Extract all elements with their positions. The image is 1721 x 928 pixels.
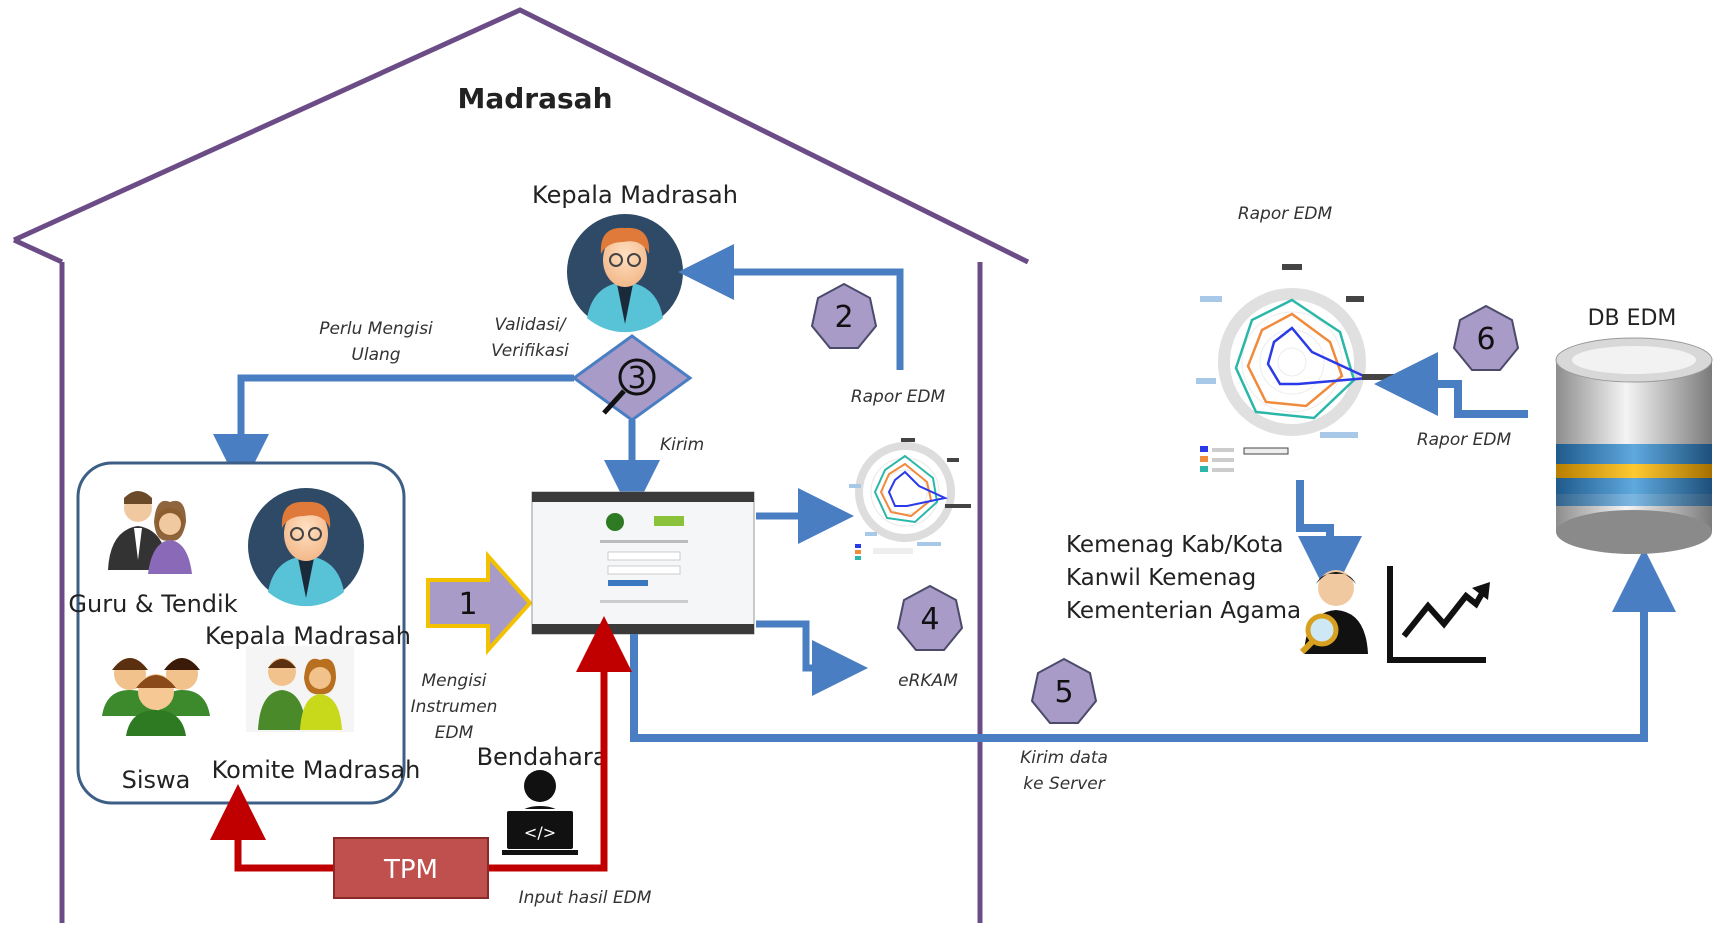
step-4-number: 4 — [920, 602, 939, 637]
step-4-hexagon: 4 — [896, 584, 964, 651]
db-label: DB EDM — [1588, 306, 1677, 331]
rapor-top-right-label: Rapor EDM — [1238, 204, 1333, 224]
coder-icon: </> — [502, 770, 578, 855]
validasi-line1: Validasi/ — [495, 315, 568, 335]
arrow-to-erkam — [756, 620, 868, 696]
kemenag-line1: Kemenag Kab/Kota — [1066, 532, 1283, 558]
database-icon — [1555, 337, 1713, 554]
arrow-rapor-to-kemenag — [1296, 480, 1362, 600]
guru-tendik-label: Guru & Tendik — [68, 590, 237, 618]
kirim-server-line1: Kirim data — [1020, 748, 1108, 768]
arrow-tpm-to-group — [210, 784, 334, 872]
arrow-rapor-to-kepala — [678, 244, 904, 370]
step-2-number: 2 — [834, 300, 853, 335]
mengisi-line3: EDM — [435, 723, 474, 743]
step-5-hexagon: 5 — [1030, 657, 1098, 724]
rapor-right-label: Rapor EDM — [1417, 430, 1512, 450]
trend-chart-icon — [1387, 566, 1490, 663]
perlu-mengisi-line2: Ulang — [351, 345, 400, 365]
erkam-label: eRKAM — [898, 671, 958, 691]
house-outline — [12, 7, 1030, 923]
step-5-number: 5 — [1054, 675, 1073, 710]
tpm-label: TPM — [383, 855, 438, 885]
kepala-top-label: Kepala Madrasah — [532, 181, 738, 209]
bendahara-label: Bendahara — [477, 743, 608, 771]
person-avatar-icon — [567, 214, 683, 333]
perlu-mengisi-line1: Perlu Mengisi — [319, 319, 433, 339]
rapor-radar-small — [849, 438, 971, 560]
arrow-input-hasil — [488, 616, 632, 872]
step-6-number: 6 — [1476, 322, 1495, 357]
mengisi-line2: Instrumen — [411, 697, 498, 717]
step-6-hexagon: 6 — [1452, 304, 1520, 371]
kirim-server-line2: ke Server — [1023, 774, 1105, 794]
kemenag-line3: Kementerian Agama — [1066, 598, 1301, 624]
magnifier-icon — [602, 358, 656, 415]
mengisi-line1: Mengisi — [422, 671, 487, 691]
rapor-mid-label: Rapor EDM — [851, 387, 946, 407]
step-3-number: 3 — [627, 361, 646, 396]
kirim-label: Kirim — [660, 435, 704, 455]
analyst-icon — [1299, 570, 1368, 655]
arrow-kirim-server — [630, 548, 1676, 742]
input-hasil-label: Input hasil EDM — [519, 888, 652, 908]
validasi-line2: Verifikasi — [491, 341, 569, 361]
diagram-title: Madrasah — [458, 82, 613, 115]
arrow-perlu-mengisi — [213, 374, 574, 490]
siswa-icon — [102, 658, 210, 736]
kemenag-line2: Kanwil Kemenag — [1066, 565, 1256, 591]
step-1-number: 1 — [458, 587, 477, 622]
komite-label: Komite Madrasah — [212, 756, 421, 784]
edm-app-screenshot — [531, 491, 755, 635]
arrow-db-to-rapor — [1374, 352, 1528, 418]
komite-icon — [246, 646, 354, 732]
siswa-label: Siswa — [122, 766, 191, 794]
svg-text:</>: </> — [524, 823, 556, 842]
rapor-radar-large — [1196, 264, 1404, 472]
kepala-left-label: Kepala Madrasah — [205, 622, 411, 650]
guru-tendik-icon — [108, 491, 192, 574]
person-avatar-icon — [248, 488, 364, 607]
step-2-hexagon: 2 — [810, 282, 878, 349]
tpm-box — [333, 837, 489, 899]
step-1-arrow: 1 — [426, 550, 533, 656]
